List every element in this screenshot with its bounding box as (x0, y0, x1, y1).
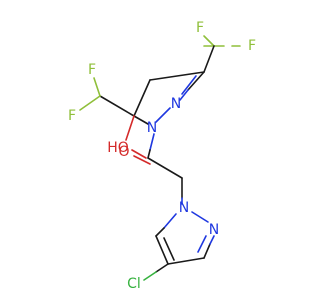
bond-co-double-a (131, 149, 147, 159)
bond-chf2-left-f2 (79, 95, 101, 111)
bond-c4-c5 (133, 79, 151, 117)
bond-c3-c4 (149, 71, 205, 81)
bond-c4-cl (155, 263, 169, 273)
bond-co-double-b (133, 155, 151, 165)
molecule-diagram: F F F F N N HO O N N Cl (67, 20, 257, 292)
bond-n1-cco (149, 133, 155, 151)
bond-c3-n2-b (179, 89, 189, 101)
structure-svg: F F F F N N HO O N N Cl (68, 20, 256, 292)
bond-pz-c5-c5b (155, 227, 165, 237)
bond-cco-ch2 (147, 157, 183, 179)
atom-f-left-top: F (88, 62, 96, 78)
atom-n-ring2-n1: N (179, 200, 189, 216)
atom-n-ring2-n2: N (209, 222, 219, 238)
bond-pz-c4-c3 (167, 257, 205, 265)
atom-carbonyl-o: O (118, 144, 129, 160)
bond-pz-c3-n2 (203, 243, 211, 259)
bond-c3-n2-a (187, 71, 205, 91)
atom-n-ring1-n1: N (147, 120, 157, 136)
bond-chf2-top-c (203, 45, 215, 73)
bond-c5-oh (125, 115, 135, 141)
bond-pz-c5-c4-double (163, 237, 175, 261)
atom-f-left-bottom: F (68, 108, 76, 124)
bond-c5-chf2 (99, 95, 135, 117)
atom-hydroxyl: HO (107, 140, 129, 156)
bond-c3-n2-double (181, 75, 197, 95)
bond-pz-c3-n2-n (209, 235, 215, 245)
atom-chlorine: Cl (127, 276, 141, 292)
bond-pz-c5-c4 (155, 235, 169, 265)
bond-pz-n2-n1 (191, 211, 209, 223)
atom-f-top-right: F (248, 38, 256, 54)
bond-chf2-top-f1 (203, 35, 215, 47)
bond-chf2-left-f1 (93, 77, 101, 97)
bond-pz-c3-n2-double (197, 235, 207, 253)
bond-pz-n1-c5 (163, 213, 177, 229)
bond-n1-cco-c (147, 149, 151, 159)
bond-n1-c5 (133, 115, 149, 125)
bond-n2-n1 (155, 107, 171, 123)
atom-n-ring1-n2: N (171, 96, 181, 112)
bond-c4-cl-cl (143, 271, 157, 281)
atom-f-top-left: F (196, 20, 204, 36)
